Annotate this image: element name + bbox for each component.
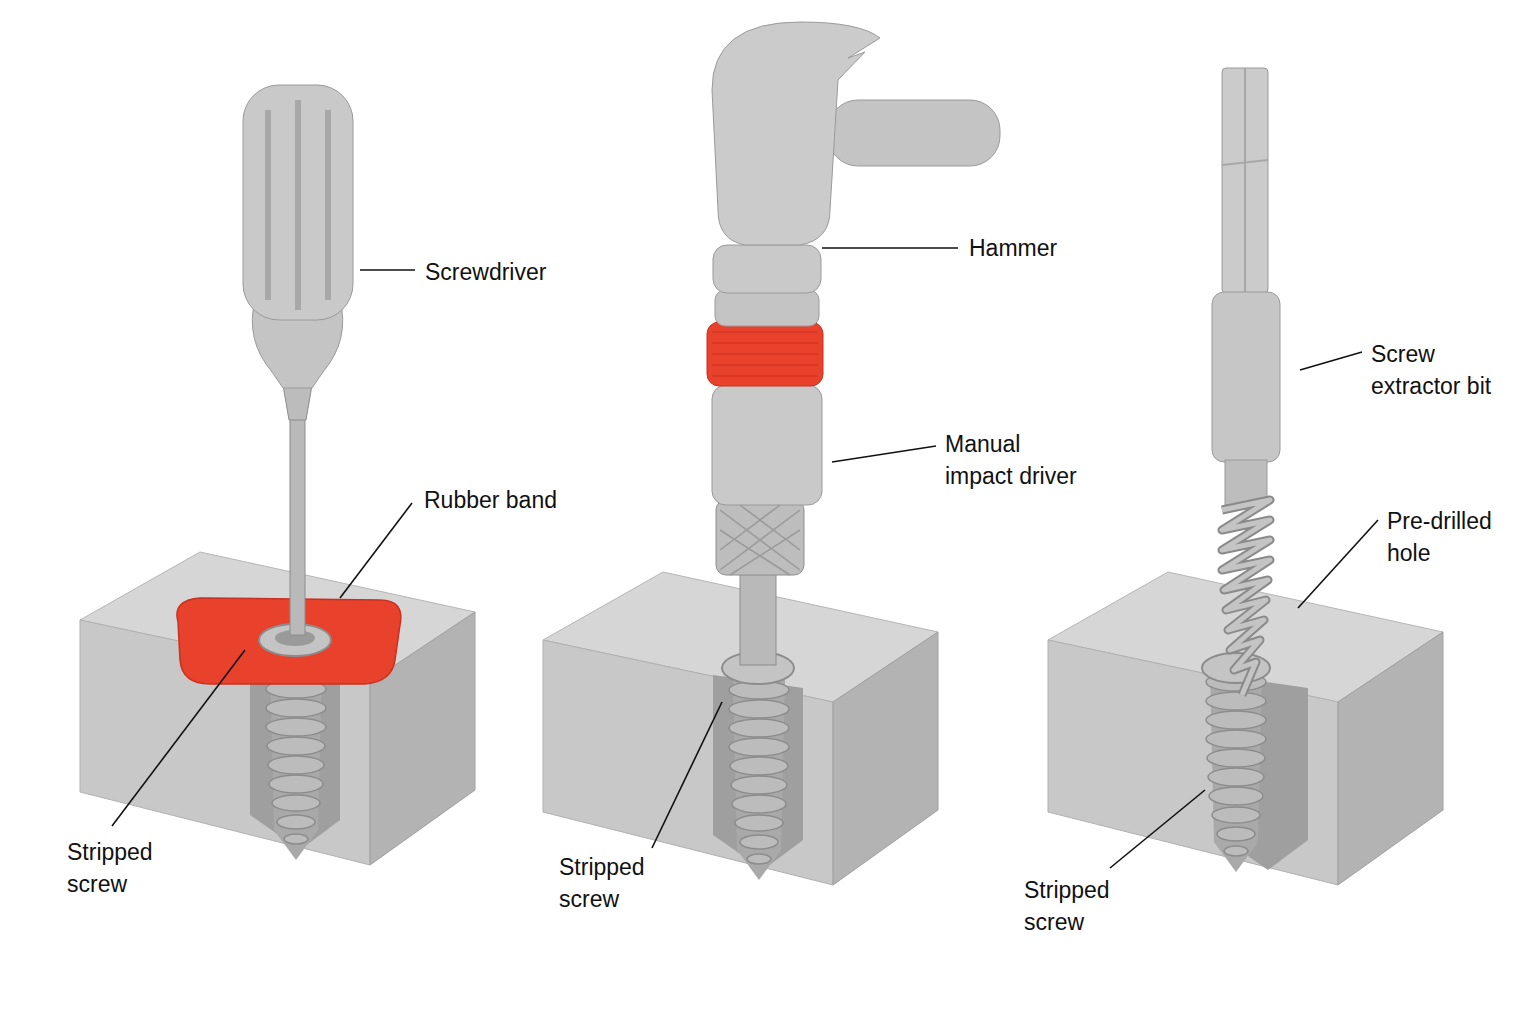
callout-label: Stripped screw <box>67 836 177 900</box>
callout-label: Pre-drilled hole <box>1387 505 1507 569</box>
callout-label: Stripped screw <box>559 851 669 915</box>
callout-label: Hammer <box>969 232 1057 264</box>
callout-label: Rubber band <box>424 484 557 516</box>
callout-label: Stripped screw <box>1024 874 1134 938</box>
callout-label: Manual impact driver <box>945 428 1085 492</box>
callout-label: Screwdriver <box>425 256 546 288</box>
leader-lines <box>112 248 1378 868</box>
callout-label: Screw extractor bit <box>1371 338 1511 402</box>
